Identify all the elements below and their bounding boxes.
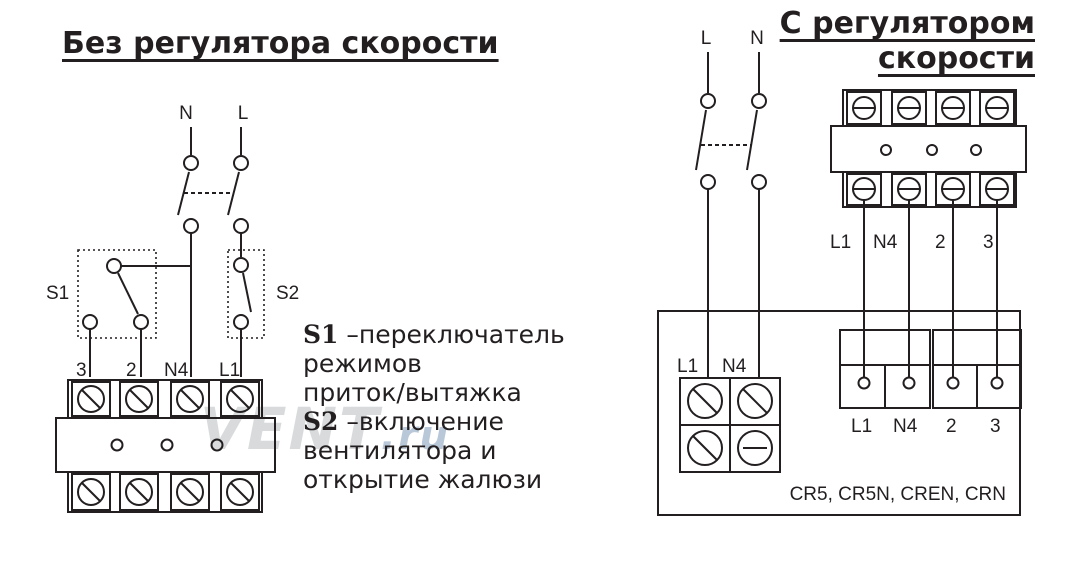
right-label-l: L xyxy=(701,28,712,49)
left-terminal-label: 3 xyxy=(76,360,87,381)
housing-bottom-label: 3 xyxy=(990,416,1001,437)
label-s2: S2 xyxy=(276,283,299,304)
legend-s2-text: –включение xyxy=(338,407,504,436)
regulator-terminal-label: 2 xyxy=(935,232,946,253)
left-contact xyxy=(183,155,199,171)
housing-screws xyxy=(687,383,773,466)
s1-box xyxy=(77,249,157,339)
left-terminal-label: N4 xyxy=(164,360,189,381)
watermark-suffix: .ru xyxy=(380,413,451,459)
legend-s2-key: S2 xyxy=(303,407,339,436)
legend-s1-text: –переключатель xyxy=(338,320,565,349)
left-terminal-holes xyxy=(110,438,224,452)
right-contact xyxy=(751,174,767,190)
label-s1: S1 xyxy=(46,283,69,304)
legend-s2-line2: вентилятора и xyxy=(303,436,497,465)
legend-s2-line3: открытие жалюзи xyxy=(303,465,543,494)
housing-bottom-label: 2 xyxy=(946,416,957,437)
left-label-n: N xyxy=(179,103,193,124)
left-terminal-label: L1 xyxy=(219,360,240,381)
housing-bottom-label: N4 xyxy=(893,416,918,437)
regulator-holes xyxy=(880,144,982,156)
housing-bottom-label: L1 xyxy=(851,416,872,437)
legend-s1-line2: режимов xyxy=(303,349,422,378)
regulator-terminal-label: N4 xyxy=(873,232,898,253)
s2-contact xyxy=(233,257,249,273)
left-terminal-screws-bottom xyxy=(71,473,260,511)
left-contact xyxy=(233,218,249,234)
legend-s1-line3: приток/вытяжка xyxy=(303,378,522,407)
legend-s1-key: S1 xyxy=(303,320,339,349)
legend: S1 –переключатель режимов приток/вытяжка… xyxy=(303,320,603,494)
title-with-regulator-line2: скорости xyxy=(877,41,1035,76)
left-terminal-label: 2 xyxy=(126,360,137,381)
right-contact xyxy=(751,93,767,109)
s1-common xyxy=(106,258,122,274)
s1-contact xyxy=(133,314,149,330)
housing-terminal-label: L1 xyxy=(677,356,698,377)
housing-terminal-label: N4 xyxy=(722,356,747,377)
regulator-terminal-label: 3 xyxy=(983,232,994,253)
watermark: VENT.ru xyxy=(200,395,450,463)
legend-s2: S2 –включение xyxy=(303,407,603,436)
left-contact xyxy=(183,218,199,234)
title-without-regulator: Без регулятора скорости xyxy=(62,26,499,61)
housing-connector-right xyxy=(932,329,1022,409)
right-contact xyxy=(700,174,716,190)
regulator-screws-top xyxy=(846,91,1015,125)
housing-connector-left xyxy=(839,329,931,409)
left-diagram: N L S1 S2 3 2 N4 L1 xyxy=(46,103,299,513)
right-diagram: L N xyxy=(657,28,1027,516)
regulator-terminal-label: L1 xyxy=(830,232,851,253)
left-label-l: L xyxy=(238,103,249,124)
s2-contact xyxy=(233,314,249,330)
left-contact xyxy=(233,155,249,171)
title-with-regulator-line1: С регулятором xyxy=(779,6,1035,41)
left-terminal-screws-top xyxy=(71,381,260,417)
model-list: CR5, CR5N, CREN, CRN xyxy=(790,484,1006,505)
unit-housing xyxy=(657,310,1021,516)
regulator-screws-bottom xyxy=(846,173,1015,206)
s2-box xyxy=(227,249,265,339)
right-contact xyxy=(700,93,716,109)
right-label-n: N xyxy=(750,28,764,49)
s1-contact xyxy=(82,314,98,330)
legend-s1: S1 –переключатель xyxy=(303,320,603,349)
